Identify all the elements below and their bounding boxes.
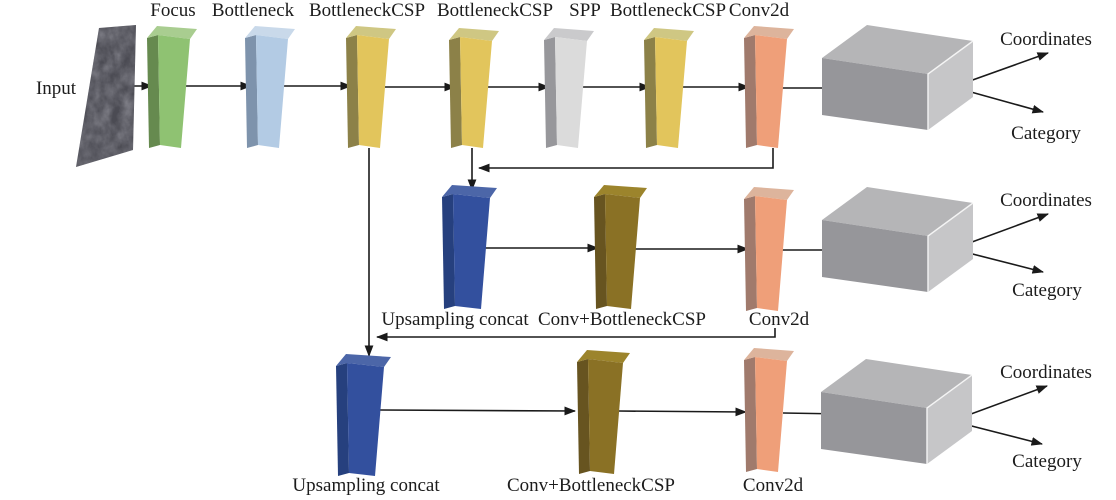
- cube-front: [822, 220, 928, 292]
- layer-slab-spp: [544, 28, 594, 148]
- cube-highlight-edge: [927, 40, 974, 130]
- cube-highlight-edge: [926, 374, 973, 464]
- cube-top: [821, 359, 972, 408]
- slab-front: [755, 35, 787, 148]
- layer-slab-bottleneck-csp-3: [644, 28, 694, 148]
- label-conv-csp-2: Conv+BottleneckCSP: [538, 309, 706, 330]
- slab-side: [245, 35, 258, 148]
- detect-head-cube-1: [822, 25, 974, 130]
- label-category-2: Category: [1012, 280, 1082, 301]
- layer-slab-upsampling-2: [442, 185, 497, 309]
- slab-top: [449, 28, 499, 41]
- slab-top: [644, 28, 694, 41]
- label-category-1: Category: [1011, 123, 1081, 144]
- input-image-texture: [76, 25, 136, 167]
- label-bottleneck: Bottleneck: [212, 0, 295, 21]
- layer-slab-bottleneck-csp-1: [346, 26, 396, 148]
- slab-front: [588, 359, 623, 474]
- input-label: Input: [36, 78, 77, 99]
- label-coordinates-2: Coordinates: [1000, 190, 1092, 211]
- label-bottleneck-csp-3: BottleneckCSP: [610, 0, 726, 21]
- slab-top: [744, 348, 794, 361]
- arrow-convcsp3-to-conv2d3: [617, 407, 747, 417]
- slab-top: [744, 26, 794, 39]
- slab-top: [442, 185, 497, 198]
- slab-top: [336, 354, 391, 367]
- layer-slab-conv2d-3: [744, 348, 794, 472]
- slab-side: [147, 35, 160, 148]
- label-focus: Focus: [150, 0, 195, 21]
- layer-slab-focus: [147, 26, 197, 148]
- slab-top: [346, 26, 396, 39]
- slab-front: [357, 35, 389, 148]
- slab-front: [460, 37, 492, 148]
- slab-front: [755, 357, 787, 472]
- cube-right: [928, 41, 973, 130]
- slab-top: [594, 185, 647, 198]
- slab-front: [256, 35, 288, 148]
- slab-side: [644, 37, 657, 148]
- slab-side: [577, 359, 590, 474]
- label-coordinates-1: Coordinates: [1000, 29, 1092, 50]
- layer-slab-conv2d-1: [744, 26, 794, 148]
- cube-right: [927, 375, 972, 464]
- slab-front: [555, 37, 587, 148]
- label-spp: SPP: [569, 0, 601, 21]
- slab-side: [744, 357, 757, 472]
- detect-head-cube-3: [821, 359, 973, 464]
- slab-top: [147, 26, 197, 39]
- slab-side: [449, 37, 462, 148]
- slab-front: [347, 363, 384, 476]
- slab-side: [744, 35, 757, 148]
- cube-right: [928, 203, 973, 292]
- label-conv-csp-3: Conv+BottleneckCSP: [507, 475, 675, 496]
- slab-top: [577, 350, 630, 363]
- slab-front: [158, 35, 190, 148]
- arrow-conv2d1-feed-to-upsample2: [478, 148, 774, 173]
- label-upsampling-3: Upsampling concat: [292, 475, 440, 496]
- label-bottleneck-csp-2: BottleneckCSP: [437, 0, 553, 21]
- cube-highlight-edge: [927, 202, 974, 292]
- layer-slab-conv-csp-3: [577, 350, 630, 474]
- layer-slab-upsampling-3: [336, 354, 391, 476]
- layer-slab-bottleneck-csp-2: [449, 28, 499, 148]
- flow-lines: [112, 52, 1049, 446]
- cube-top: [822, 187, 973, 236]
- label-upsampling-2: Upsampling concat: [381, 309, 529, 330]
- slab-top: [245, 26, 295, 39]
- slab-front: [655, 37, 687, 148]
- layer-slab-conv2d-2: [744, 187, 794, 311]
- arrow-conv2d2-feed-to-upsample3: [376, 328, 776, 342]
- labels: Input Focus Bottleneck BottleneckCSP Bot…: [36, 0, 1092, 496]
- slab-top: [544, 28, 594, 41]
- cube-front: [821, 392, 927, 464]
- detect-head-cube-2: [822, 187, 974, 292]
- slab-front: [755, 196, 787, 311]
- slab-side: [744, 196, 757, 311]
- slab-side: [442, 194, 455, 309]
- label-category-3: Category: [1012, 451, 1082, 472]
- layer-slab-conv-csp-2: [594, 185, 647, 309]
- slab-side: [544, 37, 557, 148]
- slab-side: [594, 194, 607, 309]
- label-conv2d-3: Conv2d: [743, 475, 804, 496]
- layer-slab-bottleneck: [245, 26, 295, 148]
- input-image: [76, 25, 136, 167]
- slab-front: [453, 194, 490, 309]
- cube-top: [822, 25, 973, 74]
- slab-top: [744, 187, 794, 200]
- cube-front: [822, 58, 928, 130]
- arrow-upsample3-to-convcsp3: [379, 406, 576, 416]
- label-conv2d-2: Conv2d: [749, 309, 810, 330]
- label-coordinates-3: Coordinates: [1000, 362, 1092, 383]
- label-bottleneck-csp-1: BottleneckCSP: [309, 0, 425, 21]
- slab-side: [336, 363, 349, 476]
- slab-side: [346, 35, 359, 148]
- slab-front: [605, 194, 640, 309]
- label-conv2d-1: Conv2d: [729, 0, 790, 21]
